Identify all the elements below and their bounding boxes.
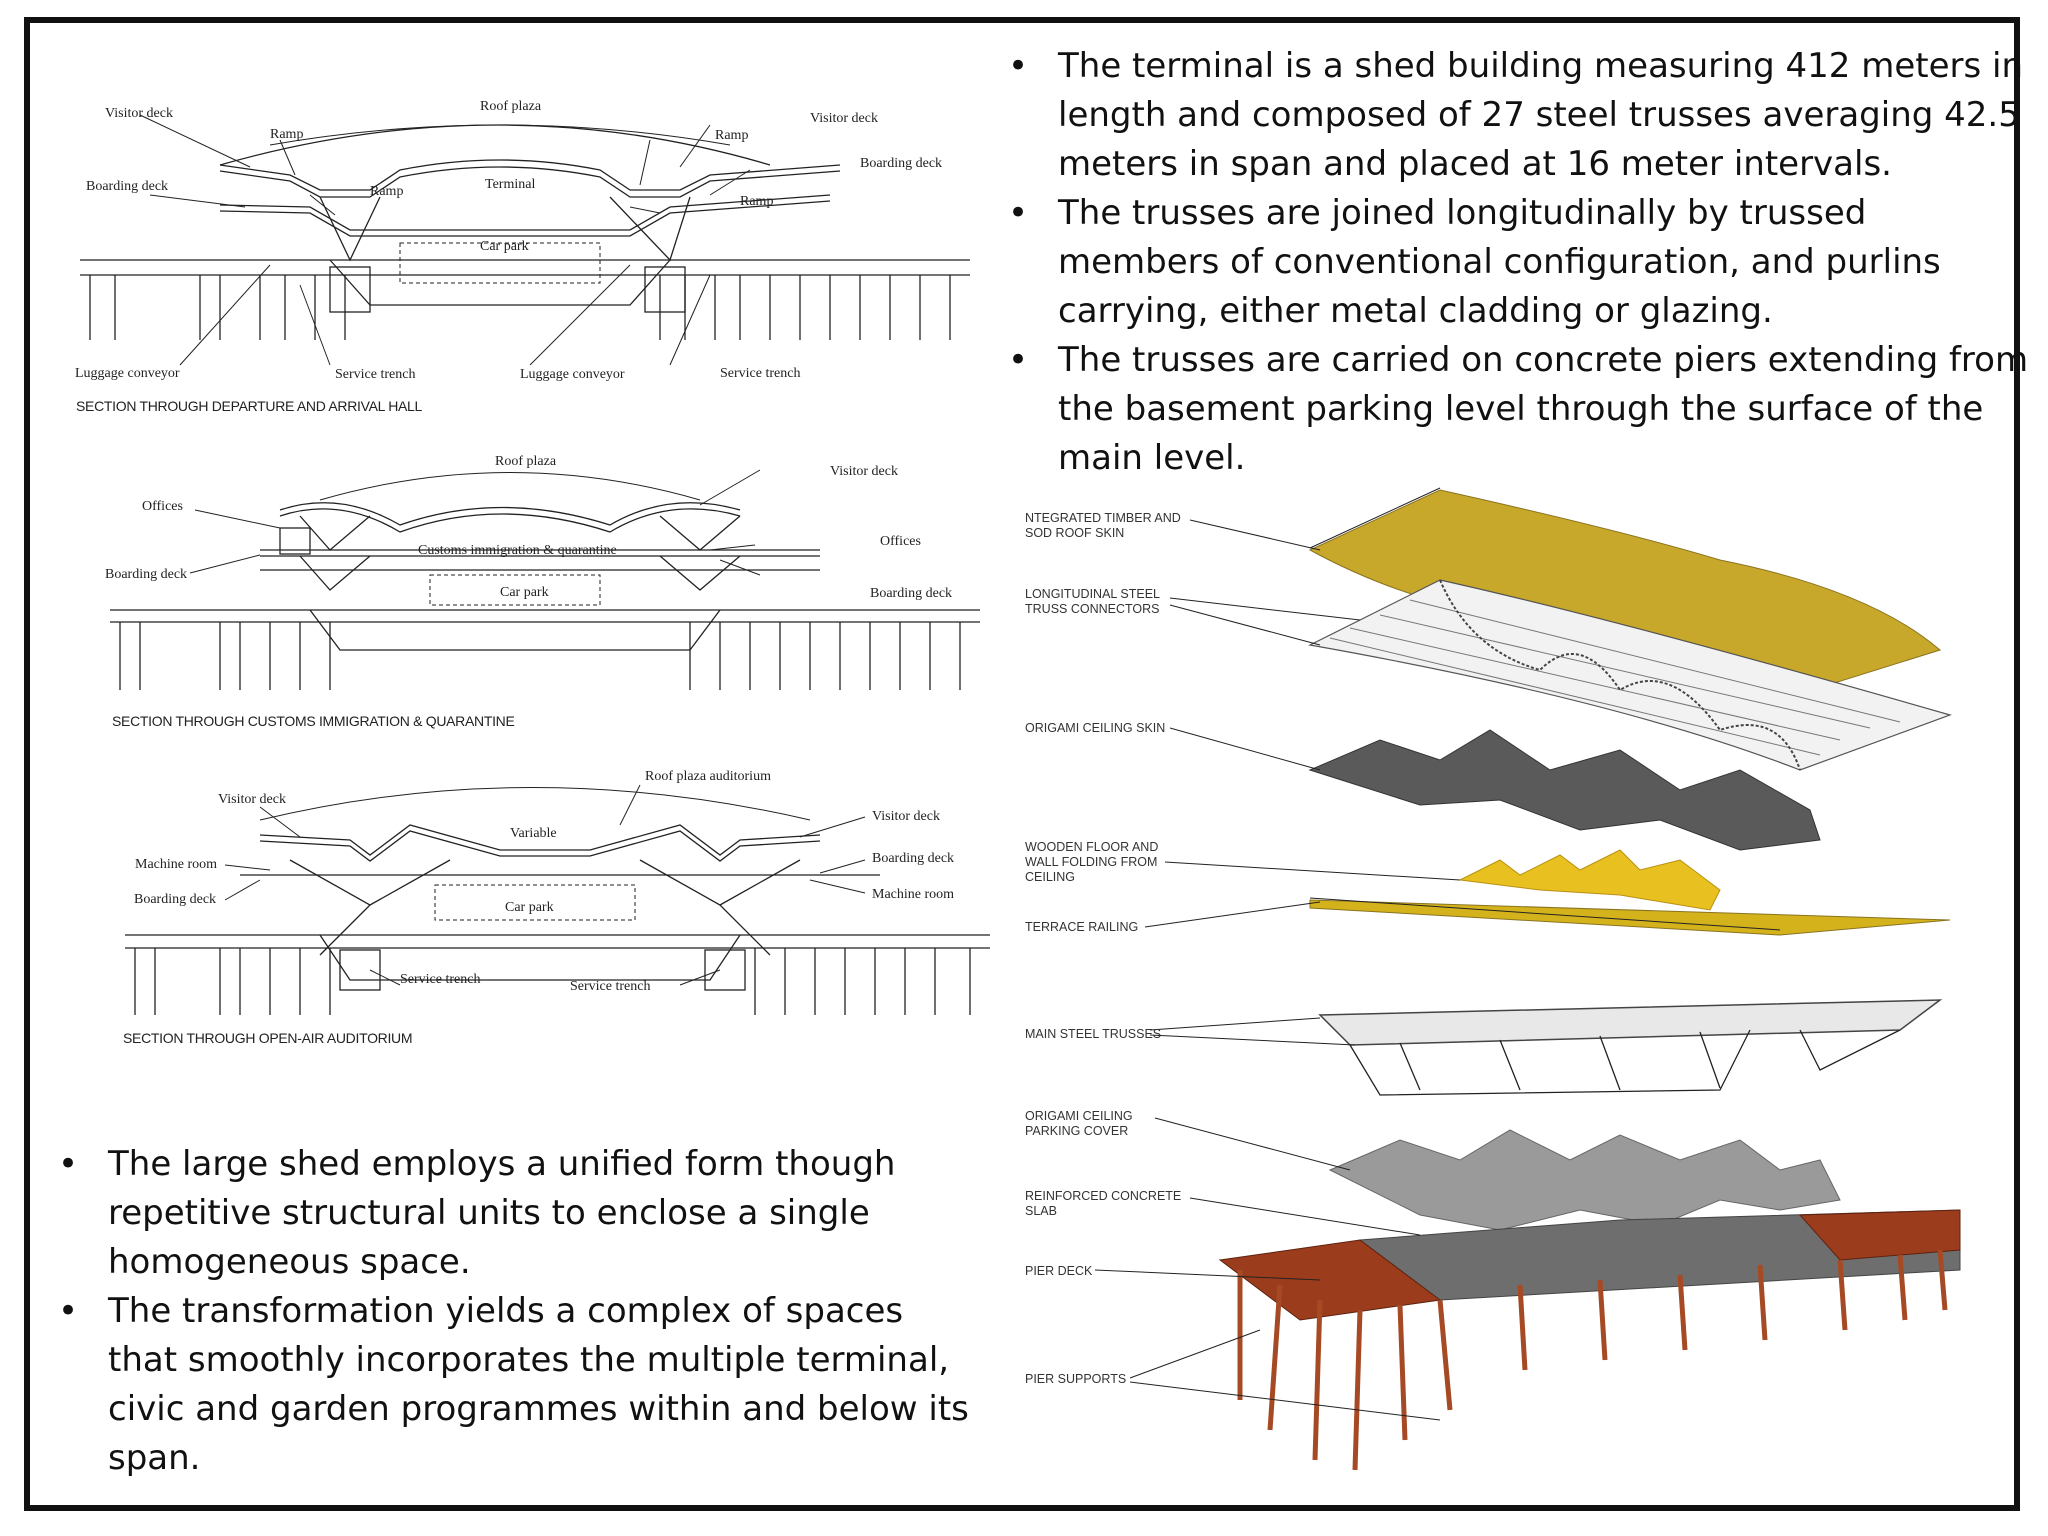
label-roof-skin-2: SOD ROOF SKIN	[1025, 526, 1124, 540]
s1-service-trench-right: Service trench	[720, 366, 800, 381]
s2-visitor-deck: Visitor deck	[830, 464, 898, 479]
main-trusses-layer	[1318, 999, 1943, 1046]
s1-boarding-deck-left: Boarding deck	[86, 179, 168, 194]
s3-boarding-deck-left: Boarding deck	[134, 892, 216, 907]
s1-visitor-deck-left: Visitor deck	[105, 106, 173, 121]
s1-ramp-center: Ramp	[370, 184, 403, 199]
label-railing: TERRACE RAILING	[1025, 920, 1138, 934]
label-floor-3: CEILING	[1025, 870, 1075, 884]
label-pier-deck: PIER DECK	[1025, 1264, 1093, 1278]
s2-boarding-deck-right: Boarding deck	[870, 586, 952, 601]
s3-machine-room-right: Machine room	[872, 887, 954, 902]
s1-visitor-deck-right: Visitor deck	[810, 111, 878, 126]
s2-customs: Customs immigration & quarantine	[418, 543, 617, 558]
s2-offices-left: Offices	[142, 499, 183, 514]
bullet-concrete-piers: The trusses are carried on concrete pier…	[1002, 336, 2032, 483]
label-slab-2: SLAB	[1025, 1204, 1057, 1218]
section-customs: Roof plaza Visitor deck Offices Offices …	[105, 454, 980, 729]
s2-offices-right: Offices	[880, 534, 921, 549]
s1-ramp-right: Ramp	[715, 128, 748, 143]
s3-variable: Variable	[510, 826, 557, 841]
s2-car-park: Car park	[500, 585, 549, 600]
wood-folds-layer	[1458, 849, 1721, 911]
s3-car-park: Car park	[505, 900, 554, 915]
exploded-axonometric: NTEGRATED TIMBER AND SOD ROOF SKIN LONGI…	[1025, 487, 1961, 1471]
s2-boarding-deck-left: Boarding deck	[105, 567, 187, 582]
s1-caption: SECTION THROUGH DEPARTURE AND ARRIVAL HA…	[76, 398, 423, 414]
label-slab-1: REINFORCED CONCRETE	[1025, 1189, 1181, 1203]
bottom-bullet-list: The large shed employs a unified form th…	[52, 1140, 982, 1483]
bullet-transformation: The transformation yields a complex of s…	[52, 1287, 982, 1483]
s1-car-park: Car park	[480, 239, 529, 254]
s3-service-trench-left: Service trench	[400, 972, 480, 987]
s3-machine-room-left: Machine room	[135, 857, 217, 872]
bullet-truss-joining: The trusses are joined longitudinally by…	[1002, 189, 2032, 336]
s1-ramp-left: Ramp	[270, 127, 303, 142]
s1-ramp-right-low: Ramp	[740, 194, 773, 209]
s3-caption: SECTION THROUGH OPEN-AIR AUDITORIUM	[123, 1030, 412, 1046]
label-parking-2: PARKING COVER	[1025, 1124, 1128, 1138]
parking-cover-layer	[1328, 1129, 1841, 1231]
label-trusses: MAIN STEEL TRUSSES	[1025, 1027, 1161, 1041]
label-connectors-2: TRUSS CONNECTORS	[1025, 602, 1160, 616]
s1-roof-plaza: Roof plaza	[480, 99, 542, 114]
label-pier-supports: PIER SUPPORTS	[1025, 1372, 1126, 1386]
s3-roof-plaza-auditorium: Roof plaza auditorium	[645, 769, 771, 784]
label-floor-2: WALL FOLDING FROM	[1025, 855, 1157, 869]
s1-boarding-deck-right: Boarding deck	[860, 156, 942, 171]
label-parking-1: ORIGAMI CEILING	[1025, 1109, 1133, 1123]
section-departure-arrival: Visitor deck Ramp Roof plaza Ramp Visito…	[75, 99, 970, 414]
s3-visitor-deck-right: Visitor deck	[872, 809, 940, 824]
s3-boarding-deck-right: Boarding deck	[872, 851, 954, 866]
bullet-terminal-dimensions: The terminal is a shed building measurin…	[1002, 42, 2032, 189]
ceiling-skin-layer	[1308, 729, 1821, 851]
s1-luggage-conveyor-right: Luggage conveyor	[520, 367, 625, 382]
bullet-unified-form: The large shed employs a unified form th…	[52, 1140, 982, 1287]
label-floor-1: WOODEN FLOOR AND	[1025, 840, 1158, 854]
s1-service-trench-left: Service trench	[335, 367, 415, 382]
s3-service-trench-right: Service trench	[570, 979, 650, 994]
label-connectors-1: LONGITUDINAL STEEL	[1025, 587, 1160, 601]
label-ceiling-skin: ORIGAMI CEILING SKIN	[1025, 721, 1165, 735]
s3-visitor-deck-left: Visitor deck	[218, 792, 286, 807]
label-roof-skin-1: NTEGRATED TIMBER AND	[1025, 511, 1181, 525]
pier-supports-layer	[1237, 1249, 1948, 1471]
top-bullet-list: The terminal is a shed building measurin…	[1002, 42, 2032, 483]
s1-terminal: Terminal	[485, 177, 535, 192]
s2-roof-plaza: Roof plaza	[495, 454, 557, 469]
section-open-air-auditorium: Roof plaza auditorium Visitor deck Visit…	[123, 769, 990, 1046]
s2-caption: SECTION THROUGH CUSTOMS IMMIGRATION & QU…	[112, 713, 515, 729]
s1-luggage-conveyor-left: Luggage conveyor	[75, 366, 180, 381]
